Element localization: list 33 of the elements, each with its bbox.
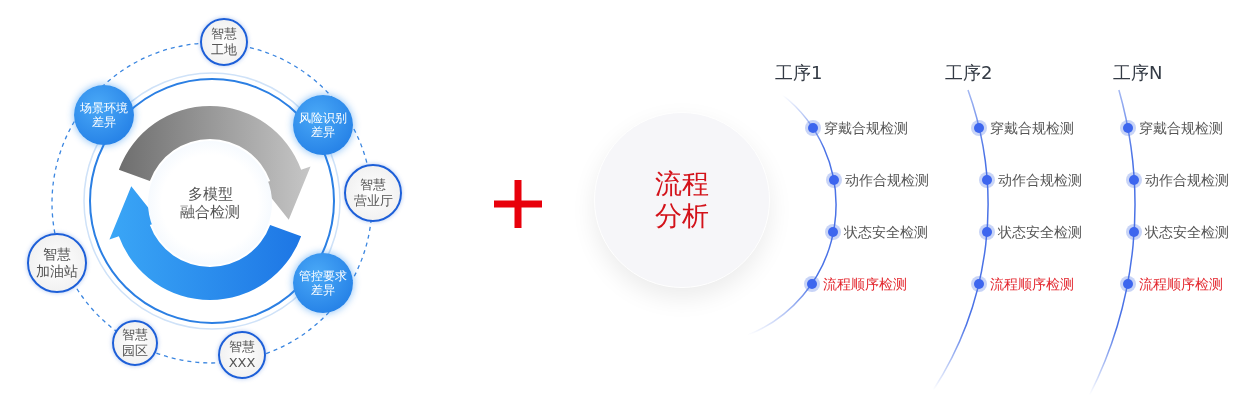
node-label: 流程分析 xyxy=(655,167,709,233)
node-label: 智慧营业厅 xyxy=(353,177,393,209)
node-label: 场景环境差异 xyxy=(80,100,128,130)
check-item: 状态安全检测 xyxy=(844,223,929,241)
scenario-circle xyxy=(218,331,266,379)
check-item: 穿戴合规检测 xyxy=(990,119,1075,137)
check-item: 穿戴合规检测 xyxy=(1138,119,1223,137)
difference-circle xyxy=(74,85,134,145)
difference-circle xyxy=(293,95,353,155)
node-label: 智慧XXX xyxy=(228,339,256,371)
node-label: 智慧工地 xyxy=(211,26,237,58)
scenario-circle xyxy=(344,164,402,222)
check-item: 状态安全检测 xyxy=(1145,223,1230,241)
step-heading: 工序2 xyxy=(945,61,993,85)
node-label: 智慧园区 xyxy=(122,327,148,359)
check-item: 动作合规检测 xyxy=(1145,171,1230,189)
step-heading: 工序N xyxy=(1113,61,1163,85)
node-label: 智慧加油站 xyxy=(36,246,78,280)
check-item: 流程顺序检测 xyxy=(822,275,907,293)
check-item: 状态安全检测 xyxy=(997,223,1082,241)
difference-circle xyxy=(293,253,353,313)
node-label: 风险识别差异 xyxy=(299,110,347,140)
check-item: 流程顺序检测 xyxy=(989,275,1074,293)
scenario-circle xyxy=(27,233,87,293)
check-item: 穿戴合规检测 xyxy=(823,119,908,137)
check-item: 动作合规检测 xyxy=(844,171,929,189)
center-label: 多模型融合检测 xyxy=(180,185,240,221)
node-label: 管控要求差异 xyxy=(299,268,347,298)
scenario-circle xyxy=(200,18,248,66)
step-heading: 工序1 xyxy=(775,61,823,85)
scenario-circle xyxy=(112,320,158,366)
check-item: 流程顺序检测 xyxy=(1138,275,1223,293)
check-item: 动作合规检测 xyxy=(998,171,1083,189)
